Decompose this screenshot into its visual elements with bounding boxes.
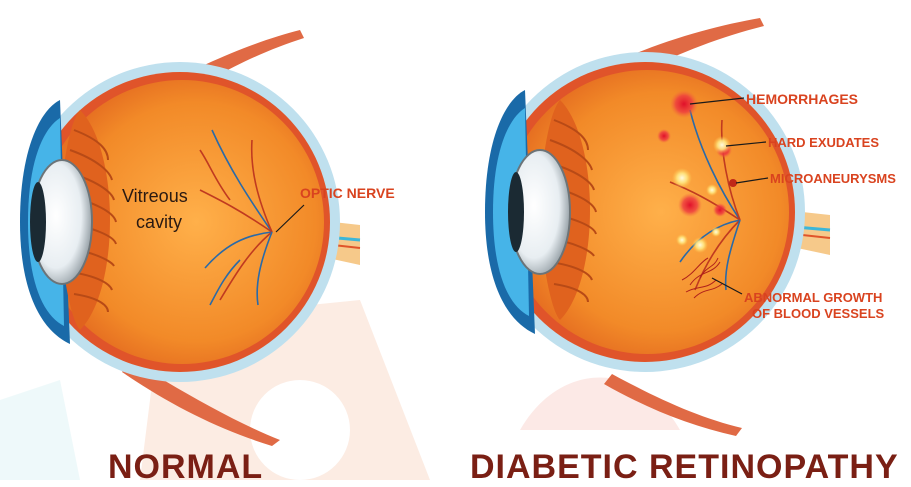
microaneurysms-label: MICROANEURYSMS: [770, 172, 896, 186]
optic-nerve-label: OPTIC NERVE: [300, 186, 395, 200]
abnormal-growth-label-line1: ABNORMAL GROWTH: [744, 291, 882, 305]
normal-caption: NORMAL: [108, 448, 263, 487]
vitreous-cavity-label-line1: Vitreous: [122, 186, 188, 207]
exudate-spot: [713, 136, 731, 154]
hemorrhage-spot: [678, 193, 702, 217]
hemorrhages-label: HEMORRHAGES: [746, 92, 858, 106]
exudate-spot: [692, 237, 708, 253]
exudate-spot: [706, 184, 718, 196]
hemorrhage-spot: [657, 129, 671, 143]
vitreous-cavity-label-line2: cavity: [136, 212, 182, 233]
microaneurysm-dot: [729, 179, 737, 187]
dr-eye: [485, 18, 830, 436]
exudate-spot: [711, 227, 721, 237]
abnormal-growth-label-line2: OF BLOOD VESSELS: [752, 307, 884, 321]
hard-exudates-label: HARD EXUDATES: [768, 136, 879, 150]
exudate-spot: [676, 234, 688, 246]
hemorrhage-spot: [713, 203, 727, 217]
diabetic-retinopathy-caption: DIABETIC RETINOPATHY: [470, 448, 899, 487]
exudate-spot: [672, 168, 692, 188]
